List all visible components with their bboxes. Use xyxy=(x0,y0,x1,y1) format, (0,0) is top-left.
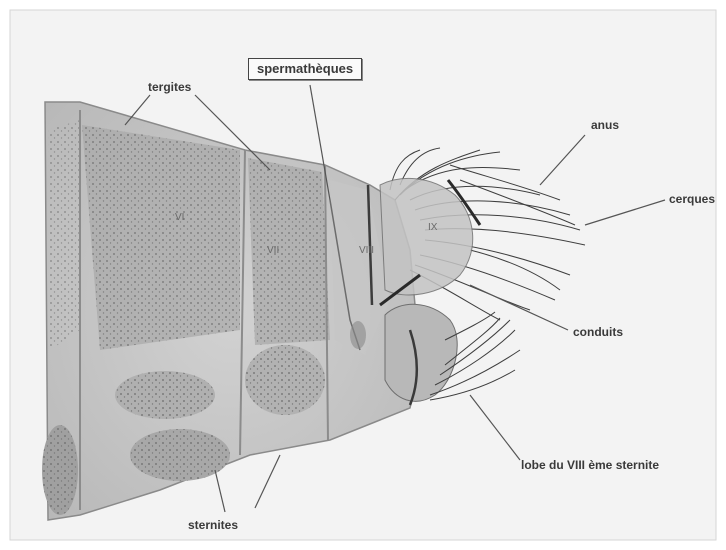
segment-label-vi: VI xyxy=(175,212,184,224)
label-lobe: lobe du VIII ème sternite xyxy=(521,458,659,472)
label-tergites: tergites xyxy=(148,80,191,94)
label-conduits: conduits xyxy=(573,325,623,339)
segment-label-ix: IX xyxy=(428,222,437,234)
segment-label-vii: VII xyxy=(267,245,279,257)
label-sternites: sternites xyxy=(188,518,238,532)
label-anus: anus xyxy=(591,118,619,132)
label-spermatheques: spermathèques xyxy=(248,58,362,80)
segment-label-viii: VIII xyxy=(359,245,374,257)
label-cerques: cerques xyxy=(669,192,715,206)
